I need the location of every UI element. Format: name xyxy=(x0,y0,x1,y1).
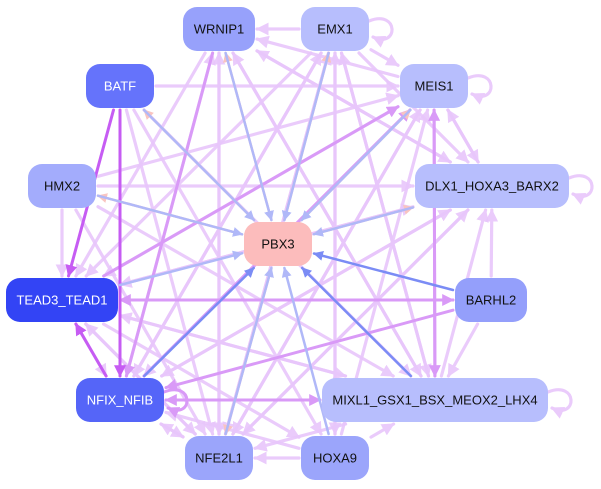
node-nfix-nfib[interactable]: NFIX_NFIB xyxy=(76,378,164,422)
node-box xyxy=(415,164,569,208)
node-box xyxy=(244,222,312,266)
edge-mixl1-gsx1-bsx-meox2-lhx4-to-mixl1-gsx1-bsx-meox2-lhx4 xyxy=(546,388,573,419)
edge-dlx1-hoxa3-barx2-to-meis1 xyxy=(446,108,480,164)
node-box xyxy=(322,378,548,422)
edge-emx1-to-meis1 xyxy=(369,48,400,67)
node-box xyxy=(183,7,255,51)
node-label: BATF xyxy=(104,79,136,94)
edge-emx1-to-emx1 xyxy=(367,17,394,48)
edge-hoxa9-to-pbx3 xyxy=(281,266,330,436)
node-box xyxy=(28,164,96,208)
edge-batf-to-pbx3 xyxy=(142,108,256,222)
node-label: HOXA9 xyxy=(313,451,357,466)
node-hoxa9[interactable]: HOXA9 xyxy=(301,436,369,480)
edge-wrnip1-to-pbx3 xyxy=(224,51,274,222)
edge-mixl1-gsx1-bsx-meox2-lhx4-to-pbx3 xyxy=(300,266,413,378)
node-nfe2l1[interactable]: NFE2L1 xyxy=(185,436,253,480)
edge-emx1-to-pbx3 xyxy=(281,51,330,222)
node-label: BARHL2 xyxy=(466,293,517,308)
edge-barhl2-to-dlx1-hoxa3-barx2 xyxy=(485,208,499,278)
edge-batf-to-hoxa9 xyxy=(132,108,323,436)
edge-mixl1-gsx1-bsx-meox2-lhx4-to-wrnip1 xyxy=(231,51,423,378)
node-barhl2[interactable]: BARHL2 xyxy=(455,278,527,322)
edge-mixl1-gsx1-bsx-meox2-lhx4-to-nfe2l1 xyxy=(253,422,348,452)
node-box xyxy=(6,278,118,322)
edge-dlx1-hoxa3-barx2-to-nfix-nfib xyxy=(160,208,452,378)
edge-nfix-nfib-to-emx1 xyxy=(132,51,323,378)
edge-mixl1-gsx1-bsx-meox2-lhx4-to-tead3-tead1 xyxy=(118,312,348,378)
node-label: MIXL1_GSX1_BSX_MEOX2_LHX4 xyxy=(332,393,537,408)
edge-barhl2-to-nfix-nfib xyxy=(164,308,455,391)
node-label: EMX1 xyxy=(317,22,352,37)
edge-hmx2-to-mixl1-gsx1-bsx-meox2-lhx4 xyxy=(96,205,395,378)
node-dlx1-hoxa3-barx2[interactable]: DLX1_HOXA3_BARX2 xyxy=(415,164,569,208)
edge-nfix-nfib-to-nfix-nfib xyxy=(162,388,189,418)
edge-hoxa9-to-mixl1-gsx1-bsx-meox2-lhx4 xyxy=(369,422,396,439)
node-label: TEAD3_TEAD1 xyxy=(16,293,107,308)
edge-barhl2-to-mixl1-gsx1-bsx-meox2-lhx4 xyxy=(446,322,480,378)
node-mixl1-gsx1-bsx-meox2-lhx4[interactable]: MIXL1_GSX1_BSX_MEOX2_LHX4 xyxy=(322,378,548,422)
edge-nfe2l1-to-pbx3 xyxy=(224,266,274,436)
node-emx1[interactable]: EMX1 xyxy=(301,7,369,51)
edges-layer xyxy=(55,17,594,465)
edge-nfe2l1-to-nfix-nfib xyxy=(159,422,185,439)
edge-meis1-to-mixl1-gsx1-bsx-meox2-lhx4 xyxy=(428,108,441,378)
node-meis1[interactable]: MEIS1 xyxy=(400,64,468,108)
node-box xyxy=(76,378,164,422)
node-label: PBX3 xyxy=(261,237,294,252)
node-label: NFE2L1 xyxy=(195,451,243,466)
node-label: WRNIP1 xyxy=(194,22,245,37)
node-box xyxy=(301,436,369,480)
edge-nfix-nfib-to-pbx3 xyxy=(143,266,255,378)
edge-meis1-to-nfe2l1 xyxy=(231,108,422,436)
node-box xyxy=(455,278,527,322)
node-wrnip1[interactable]: WRNIP1 xyxy=(183,7,255,51)
edge-meis1-to-pbx3 xyxy=(300,108,412,222)
edge-dlx1-hoxa3-barx2-to-wrnip1 xyxy=(255,49,452,164)
node-hmx2[interactable]: HMX2 xyxy=(28,164,96,208)
edge-dlx1-hoxa3-barx2-to-pbx3 xyxy=(312,206,415,237)
node-box xyxy=(86,64,154,108)
nodes-layer: WRNIP1 EMX1 BATF MEIS1 HMX2 DLX1_HOXA3_B… xyxy=(6,7,569,480)
node-box xyxy=(301,7,369,51)
edge-nfix-nfib-to-tead3-tead1 xyxy=(74,322,108,378)
edge-tead3-tead1-to-meis1 xyxy=(102,105,400,278)
edge-hmx2-to-pbx3 xyxy=(96,194,244,237)
node-pbx3[interactable]: PBX3 xyxy=(244,222,312,266)
edge-barhl2-to-pbx3 xyxy=(312,250,455,292)
node-box xyxy=(185,436,253,480)
node-label: HMX2 xyxy=(44,179,80,194)
edge-tead3-tead1-to-pbx3 xyxy=(118,250,244,287)
edge-meis1-to-meis1 xyxy=(466,74,493,105)
node-batf[interactable]: BATF xyxy=(86,64,154,108)
node-label: MEIS1 xyxy=(414,79,453,94)
node-label: DLX1_HOXA3_BARX2 xyxy=(425,179,559,194)
node-box xyxy=(400,64,468,108)
node-label: NFIX_NFIB xyxy=(87,393,153,408)
node-tead3-tead1[interactable]: TEAD3_TEAD1 xyxy=(6,278,118,322)
edge-dlx1-hoxa3-barx2-to-dlx1-hoxa3-barx2 xyxy=(567,174,594,205)
